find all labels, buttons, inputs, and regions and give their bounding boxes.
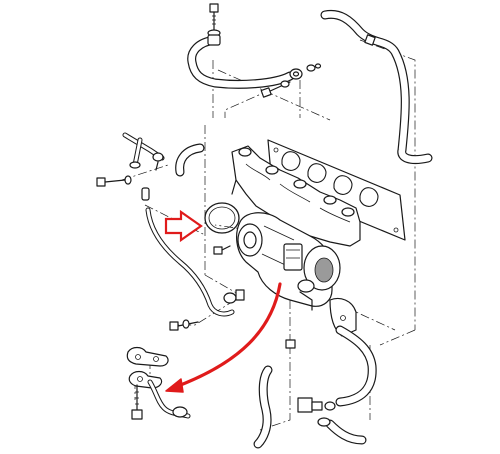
banjo-bolt-top bbox=[260, 80, 291, 98]
coolant-hose-lower-right bbox=[297, 325, 377, 445]
turbo-outlet-flange bbox=[329, 297, 357, 337]
oil-return-nut bbox=[285, 339, 296, 349]
exhaust-manifold bbox=[231, 145, 361, 247]
coolant-pipe-left bbox=[122, 132, 165, 171]
gasket-callout-arrow bbox=[164, 209, 203, 243]
coolant-hose-right bbox=[320, 9, 433, 165]
top-bolt bbox=[207, 3, 221, 37]
turbo-gasket bbox=[204, 202, 240, 234]
turbocharger bbox=[236, 212, 341, 311]
oil-pipe-fitting bbox=[141, 187, 150, 201]
coolant-hose-top bbox=[187, 34, 322, 89]
coolant-hose-lower bbox=[253, 365, 273, 449]
oil-return-bolt bbox=[169, 319, 199, 331]
oil-return-callout-arrow bbox=[165, 282, 282, 393]
turbo-mounting-bolt bbox=[213, 245, 231, 255]
bottom-bolt bbox=[131, 384, 143, 420]
oil-feed-union bbox=[223, 289, 245, 304]
coolant-hose-small bbox=[175, 143, 205, 177]
oil-feed-pipe bbox=[145, 207, 235, 317]
oil-return-pipe bbox=[126, 346, 191, 419]
oil-feed-banjo-bolt bbox=[96, 175, 132, 187]
